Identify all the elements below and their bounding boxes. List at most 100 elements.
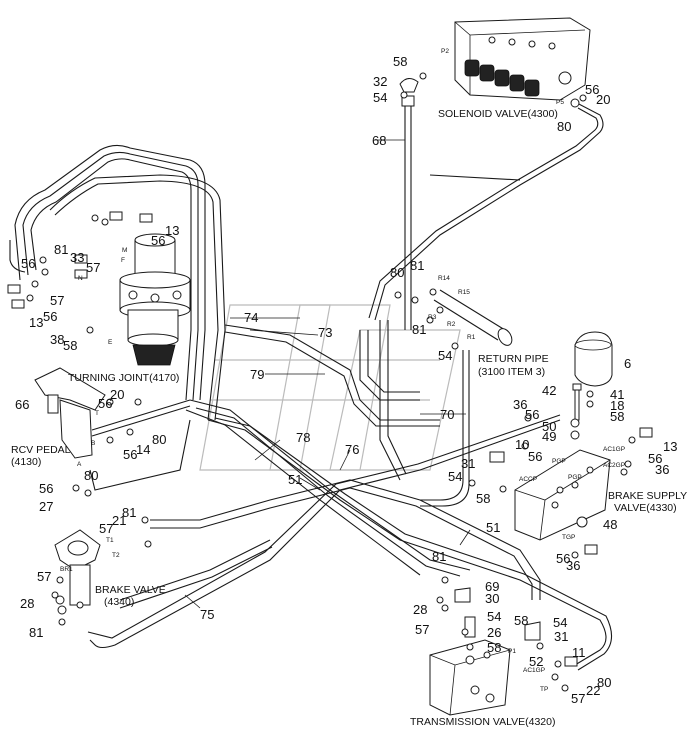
callout: 58 bbox=[63, 338, 78, 353]
callout: 11 bbox=[572, 645, 586, 660]
callout: 57 bbox=[50, 293, 65, 308]
port-label: TGP bbox=[562, 534, 576, 541]
callout: 51 bbox=[288, 472, 303, 487]
callout: 36 bbox=[566, 558, 581, 573]
callout: 56 bbox=[43, 309, 58, 324]
callout: 54 bbox=[438, 348, 453, 363]
port-label: M bbox=[122, 247, 128, 254]
callout: 80 bbox=[84, 468, 99, 483]
port-label: R1 bbox=[467, 334, 476, 341]
callout: 56 bbox=[556, 551, 571, 566]
port-label: T2 bbox=[112, 552, 120, 559]
rcv-pedal-body bbox=[34, 367, 191, 491]
callout: 57 bbox=[86, 260, 101, 275]
callout: 10 bbox=[515, 437, 530, 452]
port-label: P5 bbox=[556, 99, 564, 106]
callout: 80 bbox=[557, 119, 572, 134]
callout: 81 bbox=[122, 505, 137, 520]
callout: 57 bbox=[415, 622, 430, 637]
port-label: R3 bbox=[428, 314, 437, 321]
port-label: PGP bbox=[568, 474, 582, 481]
callout: 13 bbox=[165, 223, 180, 238]
callout: 51 bbox=[486, 520, 501, 535]
pipe-68 bbox=[399, 78, 419, 330]
callout: 56 bbox=[21, 256, 36, 271]
callout: 48 bbox=[603, 517, 618, 532]
callout: 58 bbox=[393, 54, 408, 69]
lower-pipe-bundle bbox=[87, 399, 613, 671]
callout: 13 bbox=[29, 315, 44, 330]
port-label: R14 bbox=[438, 275, 450, 282]
port-label: B bbox=[91, 440, 96, 447]
brake-valve-number: (4340) bbox=[104, 596, 135, 608]
callout: 28 bbox=[20, 596, 35, 611]
solenoid-valve-label: SOLENOID VALVE(4300) bbox=[438, 108, 558, 120]
port-label: R15 bbox=[458, 289, 470, 296]
transmission-valve-label: TRANSMISSION VALVE(4320) bbox=[410, 716, 556, 728]
callout: 28 bbox=[413, 602, 428, 617]
callout: 31 bbox=[554, 629, 569, 644]
callout: 22 bbox=[586, 683, 601, 698]
callout: 20 bbox=[596, 92, 611, 107]
callout: 54 bbox=[448, 469, 463, 484]
callout: 80 bbox=[152, 432, 167, 447]
callout: 6 bbox=[624, 356, 632, 371]
callout: 79 bbox=[250, 367, 265, 382]
callout: 52 bbox=[529, 654, 544, 669]
callout: 21 bbox=[112, 513, 127, 528]
callout: 31 bbox=[461, 456, 476, 471]
port-label: E bbox=[108, 339, 113, 346]
callout: 73 bbox=[318, 325, 333, 340]
port-label: A bbox=[77, 461, 82, 468]
accumulator bbox=[574, 331, 613, 387]
port-label: T bbox=[95, 410, 99, 417]
brake-valve-label: BRAKE VALVE bbox=[95, 584, 166, 596]
callout: 56 bbox=[525, 407, 540, 422]
brake-valve-body bbox=[54, 529, 101, 615]
callout: 76 bbox=[345, 442, 360, 457]
callout: 41 bbox=[610, 387, 625, 402]
return-pipe-number: (3100 ITEM 3) bbox=[478, 366, 546, 378]
callout: 13 bbox=[663, 439, 678, 454]
callout: 58 bbox=[476, 491, 491, 506]
callout: 75 bbox=[200, 607, 215, 622]
callout: 57 bbox=[99, 521, 114, 536]
callout: 36 bbox=[655, 462, 670, 477]
turning-joint-label: TURNING JOINT(4170) bbox=[68, 372, 180, 384]
callout: 66 bbox=[15, 397, 30, 412]
callout: 58 bbox=[514, 613, 529, 628]
callout: 54 bbox=[487, 609, 502, 624]
callout: 56 bbox=[98, 396, 113, 411]
port-label: PGP bbox=[552, 458, 566, 465]
callout: 56 bbox=[585, 82, 600, 97]
brake-supply-valve-body bbox=[514, 449, 611, 541]
transmission-valve-body bbox=[429, 639, 511, 716]
port-label: R2 bbox=[447, 321, 456, 328]
callout: 32 bbox=[373, 74, 388, 89]
bolt-42 bbox=[572, 383, 582, 421]
callout: 36 bbox=[513, 397, 528, 412]
port-label: T1 bbox=[106, 537, 114, 544]
solenoid-valve-block bbox=[454, 17, 591, 101]
port-label: AC1GP bbox=[603, 446, 626, 453]
mid-pipes bbox=[224, 320, 440, 481]
callout: 56 bbox=[123, 447, 138, 462]
callout: 74 bbox=[244, 310, 259, 325]
turning-joint-body bbox=[119, 233, 191, 366]
callout: 81 bbox=[410, 258, 425, 273]
callout: 81 bbox=[29, 625, 44, 640]
callout: 57 bbox=[37, 569, 52, 584]
brake-supply-valve-number: VALVE(4330) bbox=[614, 502, 677, 514]
port-label: N bbox=[78, 275, 83, 282]
callout: 42 bbox=[542, 383, 557, 398]
leader-lines bbox=[184, 139, 471, 609]
callout: 81 bbox=[54, 242, 69, 257]
callout: 54 bbox=[553, 615, 568, 630]
callout: 81 bbox=[432, 549, 447, 564]
port-label: P1 bbox=[508, 648, 516, 655]
callout: 20 bbox=[110, 387, 125, 402]
callout: 80 bbox=[597, 675, 612, 690]
callout: 27 bbox=[39, 499, 54, 514]
callout: 56 bbox=[528, 449, 543, 464]
